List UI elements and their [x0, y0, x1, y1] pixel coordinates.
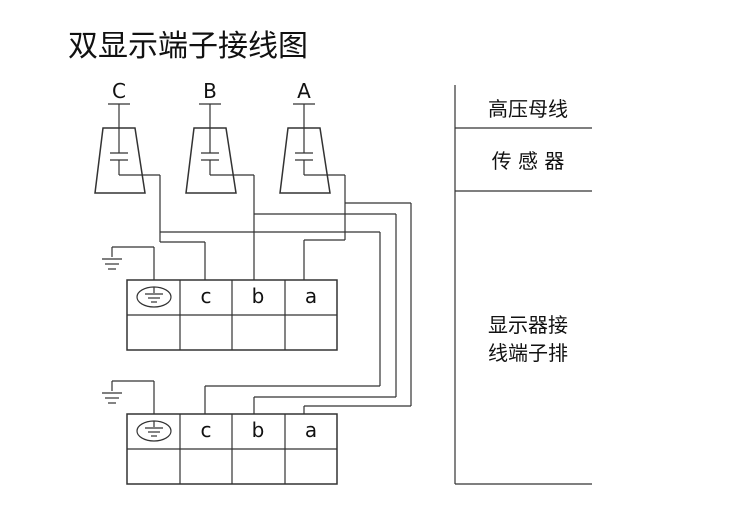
terminal-block-2: c b a	[102, 380, 338, 485]
sensor-c: C	[94, 79, 160, 194]
terminal-block-1: c b a	[102, 246, 338, 351]
wiring-lines	[159, 175, 412, 414]
diagram-title: 双显示端子接线图	[68, 29, 308, 64]
terminal-label-c: c	[201, 284, 212, 308]
side-panel: 高压母线 传 感 器 显示器接 线端子排	[454, 85, 592, 485]
label-high-voltage-bus: 高压母线	[488, 97, 568, 121]
label-sensor: 传 感 器	[492, 149, 565, 173]
terminal-label-b: b	[252, 418, 265, 442]
sensor-b: B	[185, 79, 254, 194]
terminal-label-a: a	[305, 418, 317, 442]
phase-label-c: C	[112, 79, 126, 103]
terminal-label-c: c	[201, 418, 212, 442]
phase-label-b: B	[203, 79, 217, 103]
sensor-a: A	[279, 79, 345, 194]
label-display-terminal-2: 线端子排	[488, 341, 568, 365]
phase-label-a: A	[297, 79, 311, 103]
terminal-label-b: b	[252, 284, 265, 308]
terminal-label-a: a	[305, 284, 317, 308]
label-display-terminal-1: 显示器接	[488, 313, 568, 337]
